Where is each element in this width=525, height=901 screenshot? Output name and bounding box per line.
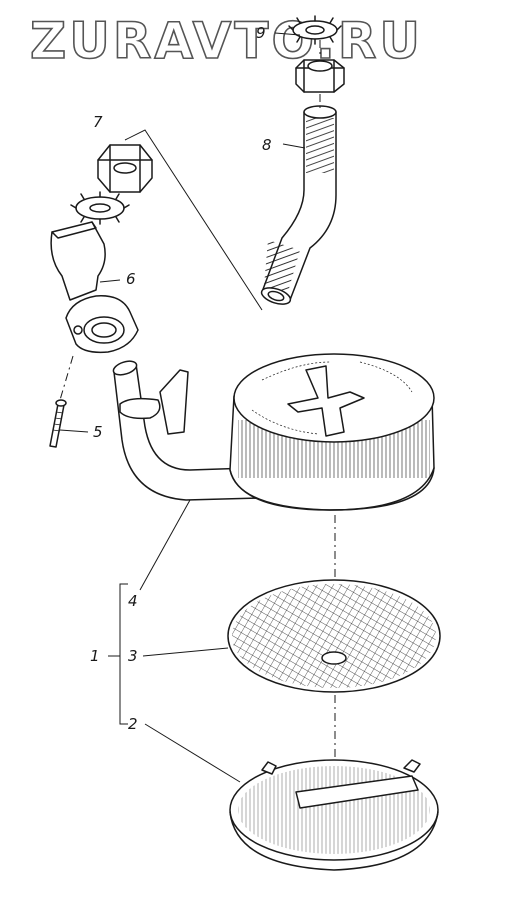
- callout-9: 9: [256, 24, 266, 42]
- part-4-filter-housing: [112, 353, 435, 511]
- pipe-nut-upper: [295, 59, 345, 93]
- callout-8: 8: [262, 136, 272, 154]
- callout-7: 7: [93, 113, 103, 131]
- assembly-axes: [59, 40, 336, 820]
- part-2-bottom-cover: [229, 759, 439, 871]
- part-6-curved-pipe-flange: [50, 221, 139, 354]
- part-9-lock-washer: [288, 15, 342, 45]
- callout-3: 3: [128, 647, 138, 665]
- leader-lines: [59, 32, 306, 783]
- part-7-hex-nut: [97, 144, 153, 193]
- part-5-screw: [49, 399, 67, 448]
- callout-4: 4: [128, 592, 138, 610]
- callout-5: 5: [93, 423, 103, 441]
- part-8-bent-pipe: [260, 105, 337, 305]
- lock-washer-left: [70, 191, 130, 225]
- callout-1: 1: [90, 647, 100, 665]
- callout-6: 6: [126, 270, 136, 288]
- callout-2: 2: [128, 715, 138, 733]
- part-3-mesh-filter: [227, 579, 441, 693]
- watermark-text: ZURAVTO.RU: [30, 12, 423, 70]
